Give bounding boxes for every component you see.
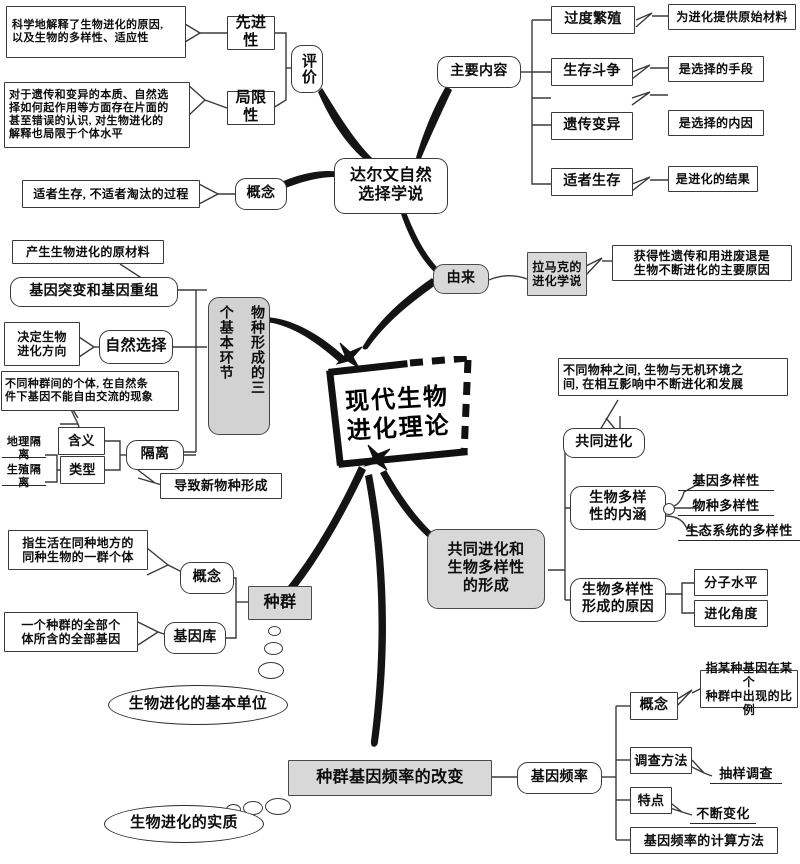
node-origin[interactable]: 由来 xyxy=(433,264,489,294)
label-ecosystem-diversity: 生态系统的多样性 xyxy=(678,523,800,541)
detail-natural-selection: 决定生物 进化方向 xyxy=(4,322,80,366)
node-gene-freq-calc[interactable]: 基因频率的计算方法 xyxy=(630,827,778,854)
label-geographic-isolation: 地理隔离 xyxy=(2,436,46,461)
node-biodiversity-causes[interactable]: 生物多样性 形成的原因 xyxy=(570,578,666,622)
node-natural-selection[interactable]: 自然选择 xyxy=(99,330,173,364)
node-gene-frequency[interactable]: 基因频率 xyxy=(517,762,602,794)
thought-dot-small xyxy=(268,626,281,636)
label-sampling-survey: 抽样调查 xyxy=(710,764,782,784)
detail-gene-pool: 一个种群的全部个 体所含的全部基因 xyxy=(4,612,138,652)
detail-advancement: 科学地解释了生物进化的原因, 以及生物的多样性、适应性 xyxy=(6,6,186,58)
node-biodiversity-meaning[interactable]: 生物多样 性的内涵 xyxy=(570,486,666,530)
node-gene-freq-concept[interactable]: 概念 xyxy=(630,692,678,720)
node-isolation-meaning[interactable]: 含义 xyxy=(58,427,105,455)
detail-overbreeding: 为进化提供原始材料 xyxy=(668,4,796,30)
detail-limitation: 对于遗传和变异的本质、自然选 择如何起作用等方面存在片面的 甚至错误的认识, 对… xyxy=(4,82,190,148)
node-heredity-variation[interactable]: 遗传变异 xyxy=(551,112,633,140)
node-population[interactable]: 种群 xyxy=(248,586,312,620)
node-coevolution-biodiversity[interactable]: 共同进化和 生物多样性 的形成 xyxy=(427,529,545,609)
node-struggle[interactable]: 生存斗争 xyxy=(551,58,633,86)
detail-mutation-recombination: 产生生物进化的原材料 xyxy=(12,240,164,264)
detail-isolation-meaning: 不同种群间的个体, 在自然条 件下基因不能自由交流的现象 xyxy=(1,371,179,411)
center-node-text: 现代生物 进化理论 xyxy=(315,352,481,479)
thought-dot-large-2 xyxy=(265,798,291,815)
speciation-col-right: 物种形成的三 xyxy=(249,305,264,395)
detail-darwin-concept: 适者生存, 不适者淘汰的过程 xyxy=(22,180,200,208)
branch-joint-circle xyxy=(663,503,675,515)
detail-coevolution: 不同物种之间, 生物与无机环境之 间, 在相互影响中不断进化和发展 xyxy=(558,358,788,396)
node-limitation[interactable]: 局限性 xyxy=(227,90,275,125)
node-gene-freq-change[interactable]: 种群基因频率的改变 xyxy=(288,760,492,796)
speciation-col-left: 个基本环节 xyxy=(217,305,233,380)
node-darwin-theory[interactable]: 达尔文自然 选择学说 xyxy=(334,158,448,214)
node-darwin-concept[interactable]: 概念 xyxy=(235,178,287,210)
node-evaluation-label: 评价 xyxy=(299,53,316,85)
bubble-evolution-unit: 生物进化的基本单位 xyxy=(108,685,288,725)
node-overbreeding[interactable]: 过度繁殖 xyxy=(551,6,635,34)
thought-dot-large xyxy=(258,662,284,679)
center-line-2: 进化理论 xyxy=(346,413,452,445)
node-main-content[interactable]: 主要内容 xyxy=(437,56,521,88)
node-molecular-level[interactable]: 分子水平 xyxy=(694,569,768,596)
detail-new-species: 导致新物种形成 xyxy=(160,473,282,499)
label-gene-diversity: 基因多样性 xyxy=(678,473,774,491)
detail-survival-fittest: 是进化的结果 xyxy=(668,166,758,192)
label-species-diversity: 物种多样性 xyxy=(678,498,774,516)
node-speciation-links[interactable]: 物种形成的三 个基本环节 xyxy=(208,297,270,435)
detail-lamarck: 获得性遗传和用进废退是 生物不断进化的主要原因 xyxy=(612,245,792,281)
node-gene-pool[interactable]: 基因库 xyxy=(164,622,226,654)
node-mutation-recombination[interactable]: 基因突变和基因重组 xyxy=(10,277,178,307)
detail-gene-freq-concept: 指某种基因在某个 种群中出现的比例 xyxy=(700,661,798,717)
node-advancement[interactable]: 先进性 xyxy=(227,15,275,50)
node-evolution-perspective[interactable]: 进化角度 xyxy=(694,600,768,627)
node-coevolution[interactable]: 共同进化 xyxy=(563,428,645,458)
node-population-concept[interactable]: 概念 xyxy=(180,562,234,594)
center-node[interactable]: 现代生物 进化理论 xyxy=(318,356,478,474)
bubble-evolution-essence: 生物进化的实质 xyxy=(104,805,264,843)
node-lamarck[interactable]: 拉马克的 进化学说 xyxy=(527,252,587,296)
node-evaluation[interactable]: 评价 xyxy=(291,45,323,93)
node-survival-fittest[interactable]: 适者生存 xyxy=(551,168,633,196)
node-survey-method[interactable]: 调查方法 xyxy=(630,747,692,774)
detail-struggle: 是选择的手段 xyxy=(668,56,764,82)
label-reproductive-isolation: 生殖隔离 xyxy=(2,464,46,489)
node-isolation-type[interactable]: 类型 xyxy=(60,456,105,484)
detail-population-concept: 指生活在同种地方的 同种生物的一群个体 xyxy=(8,530,148,570)
node-isolation[interactable]: 隔离 xyxy=(126,440,184,470)
detail-heredity-variation: 是选择的内因 xyxy=(668,110,764,136)
node-characteristic[interactable]: 特点 xyxy=(630,787,672,814)
label-constant-change: 不断变化 xyxy=(690,804,756,824)
thought-dot-medium xyxy=(264,642,283,655)
